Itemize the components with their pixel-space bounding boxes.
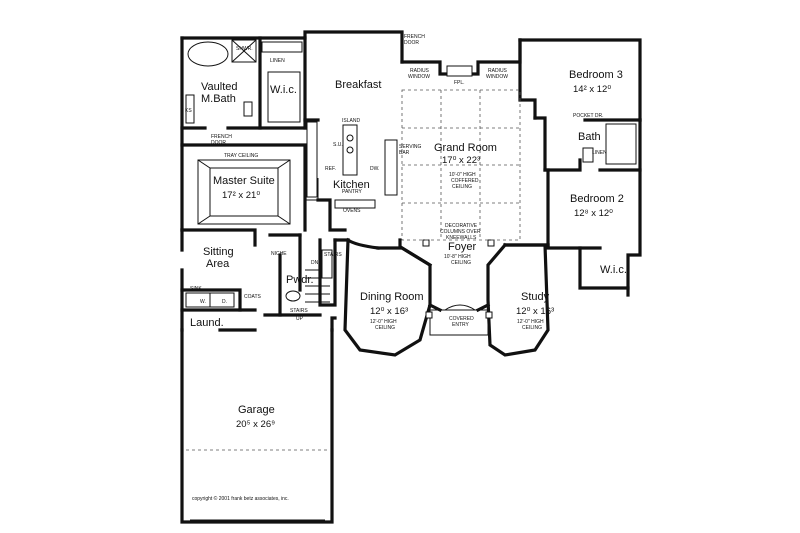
master-suite-tray-ceiling [197, 159, 291, 225]
note-study-ceiling-1: 12'-0" HIGH [517, 319, 544, 325]
note-up: UP [296, 316, 304, 322]
room-study: Study [521, 291, 550, 303]
note-french-door-ms: FRENCH [211, 134, 232, 140]
note-linen-master: LINEN [270, 58, 285, 64]
room-sitting-area: Sitting [203, 246, 234, 258]
room-bedroom2-dim: 12⁸ x 12⁰ [574, 208, 613, 219]
note-dw: DW. [370, 166, 379, 172]
room-bedroom3: Bedroom 3 [569, 69, 623, 81]
note-ks: KS [185, 108, 192, 114]
note-serving-bar: SERVING [399, 144, 422, 150]
note-covered-entry-2: ENTRY [452, 322, 470, 328]
note-coffered-2: COFFERED [451, 178, 479, 184]
foyer-walls [422, 239, 495, 336]
note-fpl: FPL. [454, 80, 465, 86]
room-bedroom2: Bedroom 2 [570, 193, 624, 205]
room-grand-room: Grand Room [434, 142, 497, 154]
note-pantry: PANTRY [342, 189, 362, 195]
note-stairs-dn: STAIRS [324, 252, 342, 258]
room-master-suite-dim: 17² x 21⁰ [222, 190, 260, 201]
room-kitchen: Kitchen [333, 179, 370, 191]
note-study-ceiling-2: CEILING [522, 325, 542, 331]
note-linen-bath: LINEN [592, 150, 607, 156]
note-w: W. [200, 299, 206, 305]
note-foyer-ceiling-1: 10'-8" HIGH [444, 254, 471, 260]
note-decorative-1: DECORATIVE [445, 223, 478, 229]
note-radius-window-l-2: WINDOW [408, 74, 430, 80]
note-french-door-ms-2: DOOR [211, 140, 226, 146]
note-serving-bar-2: BAR [399, 150, 410, 156]
room-sitting-area-2: Area [206, 258, 230, 270]
master-bath-fixtures [185, 39, 303, 124]
note-dining-ceiling-1: 12'-0" HIGH [370, 319, 397, 325]
note-tray-ceiling: TRAY CEILING [224, 153, 258, 159]
note-d: D. [222, 299, 227, 305]
room-garage: Garage [238, 404, 275, 416]
note-ref: REF. [325, 166, 336, 172]
note-su: S.U. [333, 142, 343, 148]
note-island: ISLAND [342, 118, 360, 124]
room-garage-dim: 20⁵ x 26⁹ [236, 419, 275, 430]
plan-notes: SHWR. LINEN FRENCH DOOR RADIUS WINDOW FP… [185, 34, 607, 331]
room-foyer: Foyer [448, 241, 476, 253]
note-dining-ceiling-2: CEILING [375, 325, 395, 331]
room-dining-dim: 12⁰ x 16³ [370, 306, 408, 317]
note-sink: SINK [190, 286, 202, 292]
room-breakfast: Breakfast [335, 79, 381, 91]
grand-room-coffered-ceiling [401, 65, 521, 241]
room-grand-room-dim: 17⁰ x 22³ [442, 155, 480, 166]
note-stairs-up: STAIRS [290, 308, 308, 314]
room-dining: Dining Room [360, 291, 424, 303]
room-vaulted-bath-2: M.Bath [201, 93, 236, 105]
note-french-door-top-2: DOOR [404, 40, 419, 46]
interior-walls [180, 36, 642, 332]
note-radius-window-l: RADIUS [410, 68, 430, 74]
note-dn: DN [311, 260, 319, 266]
room-wic-bed2: W.i.c. [600, 264, 627, 276]
misc-fixtures [185, 249, 333, 308]
note-ovens: OVENS [343, 208, 361, 214]
room-pwdr: Pwdr. [286, 274, 314, 286]
note-coats: COATS [244, 294, 262, 300]
note-coffered-3: CEILING [452, 184, 472, 190]
note-shwr: SHWR. [236, 46, 253, 52]
room-bath: Bath [578, 131, 601, 143]
room-labels: Breakfast Vaulted M.Bath W.i.c. Master S… [190, 69, 627, 430]
note-niche: NICHE [271, 251, 287, 257]
note-pocket-dr: POCKET DR. [573, 113, 603, 119]
note-decorative-3: KNEEWALLS [446, 235, 477, 241]
note-radius-window-r: RADIUS [488, 68, 508, 74]
note-coffered-1: 10'-0" HIGH [449, 172, 476, 178]
note-radius-window-r-2: WINDOW [486, 74, 508, 80]
note-covered-entry-1: COVERED [449, 316, 474, 322]
note-foyer-ceiling-2: CEILING [451, 260, 471, 266]
room-bedroom3-dim: 14² x 12⁰ [573, 84, 611, 95]
garage-doors [186, 449, 330, 521]
room-master-suite: Master Suite [213, 175, 275, 187]
note-decorative-2: COLUMNS OVER [440, 229, 481, 235]
note-french-door-top: FRENCH [404, 34, 425, 40]
room-laund: Laund. [190, 317, 224, 329]
copyright-text: copyright © 2001 frank betz associates, … [192, 495, 289, 502]
kitchen-fixtures [305, 121, 398, 209]
room-study-dim: 12⁰ x 16³ [516, 306, 554, 317]
room-wic-master: W.i.c. [270, 84, 297, 96]
room-vaulted-bath: Vaulted [201, 81, 238, 93]
bath-fixtures [582, 123, 637, 165]
